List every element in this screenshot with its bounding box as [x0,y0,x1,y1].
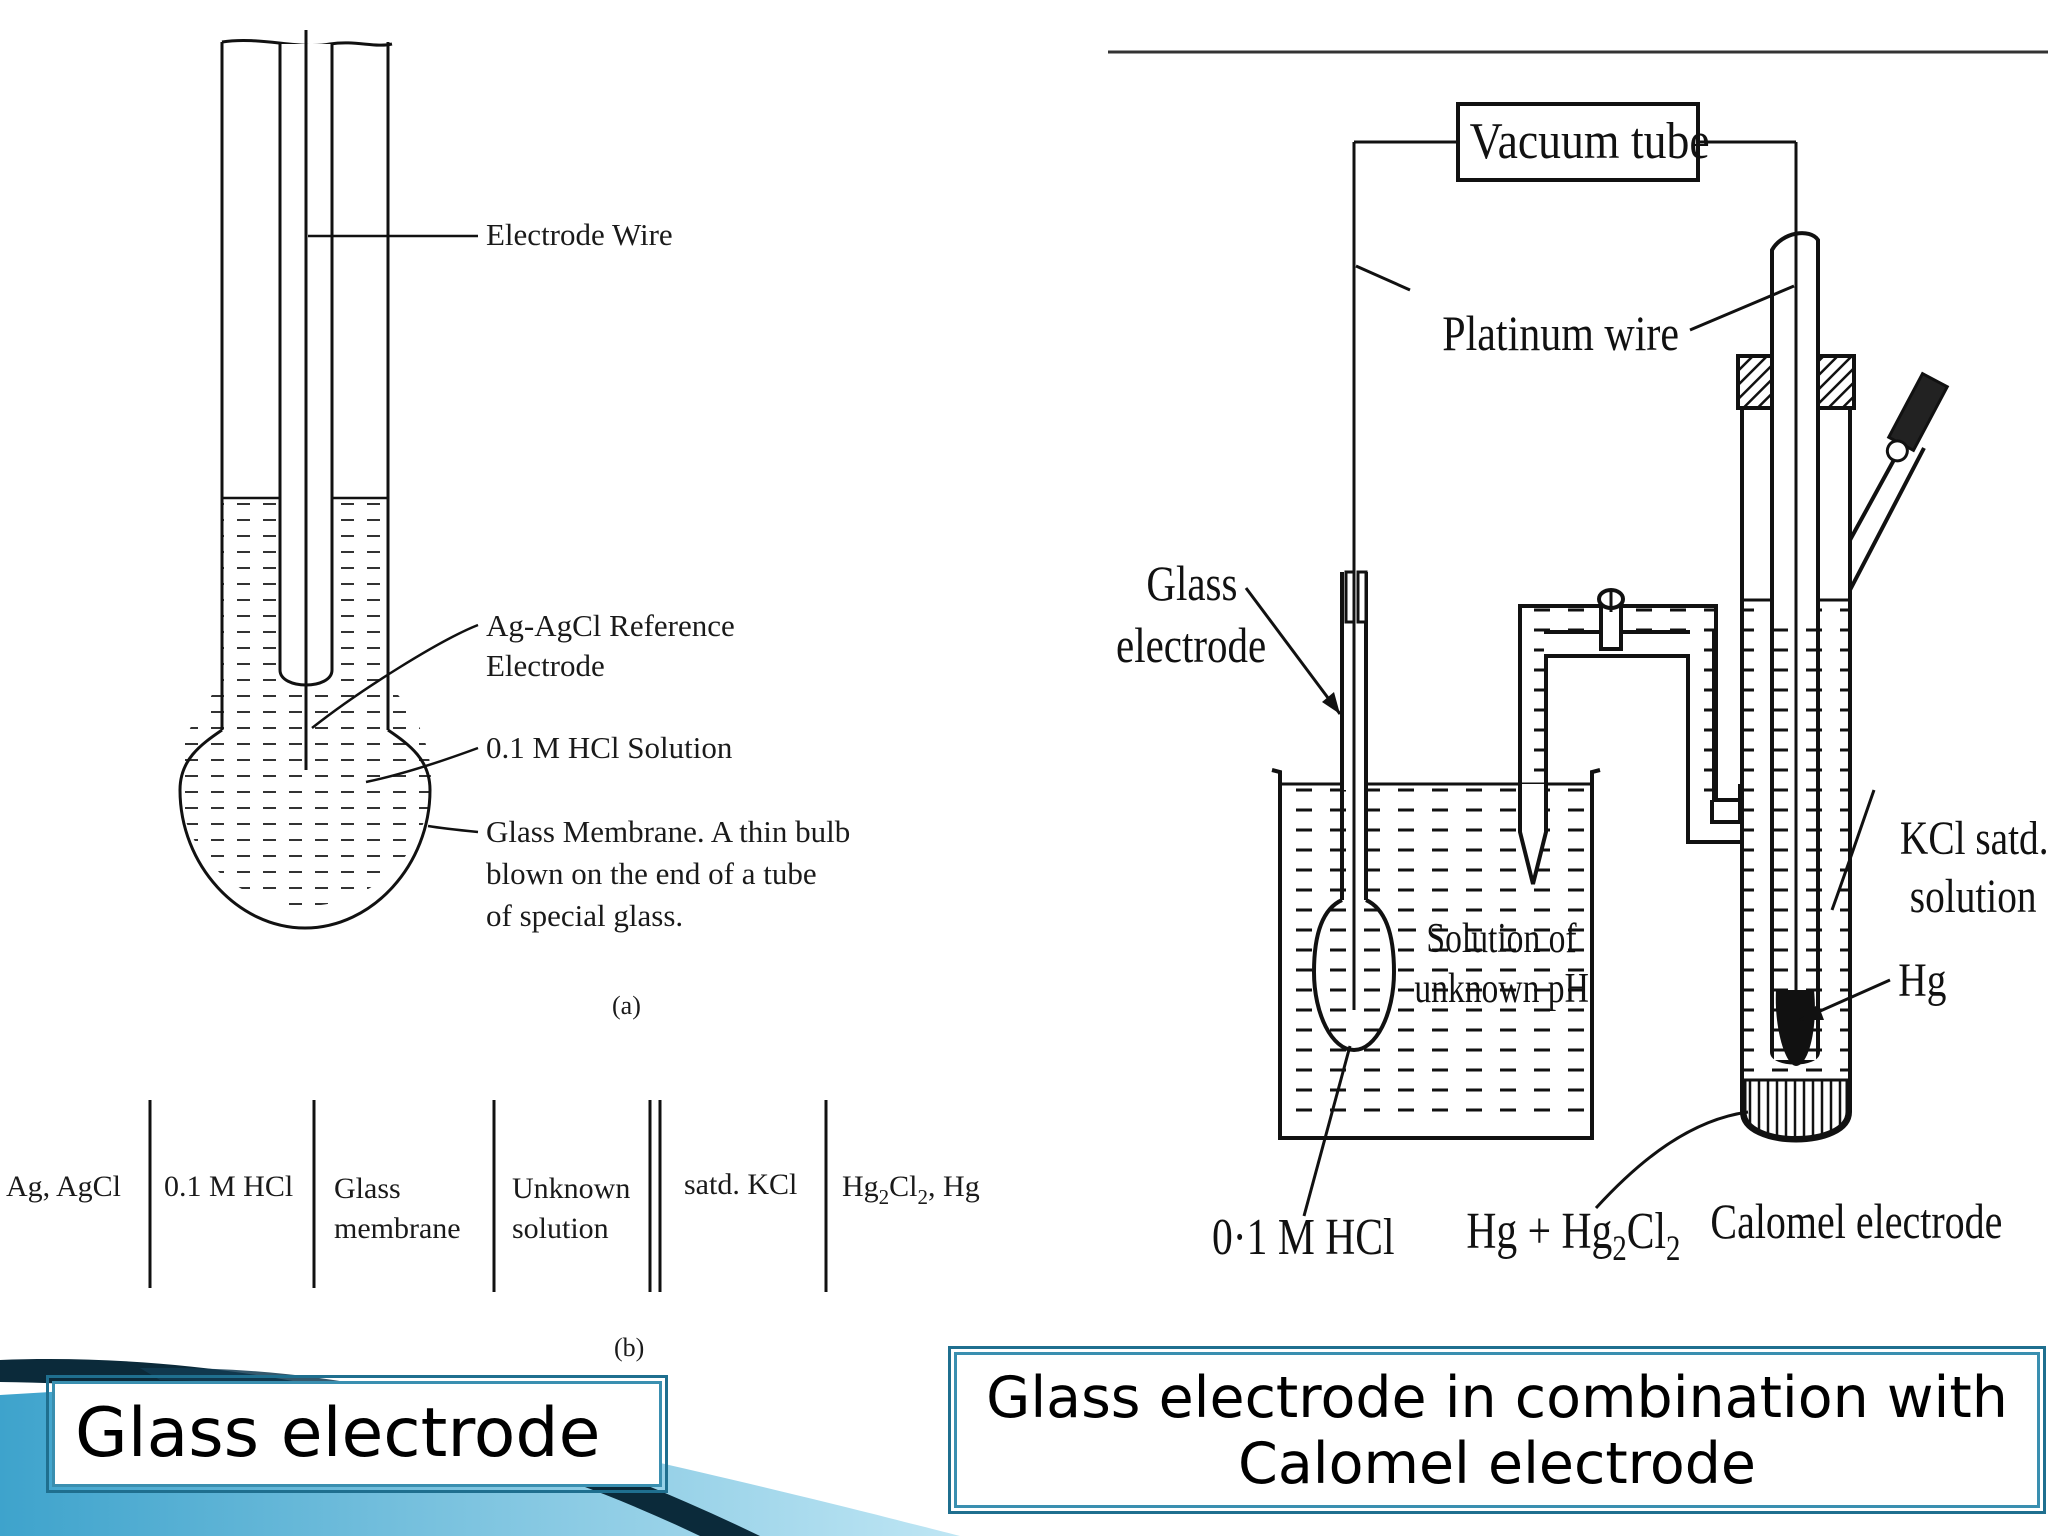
label-hg-hg2cl2: Hg + Hg2Cl2 [1466,1203,1680,1269]
glass-electrode-drawing [178,30,432,930]
notation-hcl: 0.1 M HCl [164,1170,293,1203]
label-calomel-electrode: Calomel electrode [1710,1194,2002,1249]
caption-right-line2: Calomel electrode [1238,1431,1756,1497]
notation-membrane: membrane [334,1212,461,1245]
label-solution-unknown-1: Solution of [1426,916,1577,962]
label-vacuum-tube: Vacuum tube [1470,111,1710,169]
label-hcl-right: 0·1 M HCl [1212,1209,1395,1266]
notation-ag-agcl: Ag, AgCl [6,1170,121,1203]
right-leader-lines [1244,264,1891,1217]
label-glass-membrane-3: of special glass. [486,898,683,933]
label-glass-membrane-2: blown on the end of a tube [486,856,817,891]
notation-satd-kcl: satd. KCl [684,1168,797,1201]
notation-hg2cl2-hg: Hg2Cl2, Hg [842,1170,980,1209]
caption-glass-electrode: Glass electrode [46,1375,668,1493]
label-kcl-satd-2: solution [1910,870,2037,922]
label-glass-electrode-2: electrode [1116,617,1266,673]
panel-label-b: (b) [614,1333,644,1362]
label-solution-unknown-2: unknown pH [1414,966,1588,1012]
caption-right-line1: Glass electrode in combination with [986,1365,2008,1431]
label-hg: Hg [1898,954,1946,1006]
notation-unknown: Unknown [512,1172,630,1205]
panel-label-a: (a) [612,991,641,1020]
notation-solution: solution [512,1212,609,1245]
calomel-setup-drawing [1108,50,2048,1143]
label-glass-electrode-1: Glass [1146,555,1237,611]
label-glass-membrane-1: Glass Membrane. A thin bulb [486,814,850,849]
label-kcl-satd-1: KCl satd. [1900,812,2048,864]
label-hcl-solution: 0.1 M HCl Solution [486,730,733,765]
notation-glass: Glass [334,1172,401,1205]
left-leader-lines [308,234,479,834]
caption-glass-calomel-combination: Glass electrode in combination with Calo… [948,1346,2046,1514]
label-reference-electrode-2: Electrode [486,648,605,683]
caption-left-text: Glass electrode [75,1394,601,1473]
label-platinum-wire: Platinum wire [1442,306,1679,361]
label-reference-electrode-1: Ag-AgCl Reference [486,608,735,643]
label-electrode-wire: Electrode Wire [486,217,673,252]
cell-notation-separators [148,1100,828,1292]
